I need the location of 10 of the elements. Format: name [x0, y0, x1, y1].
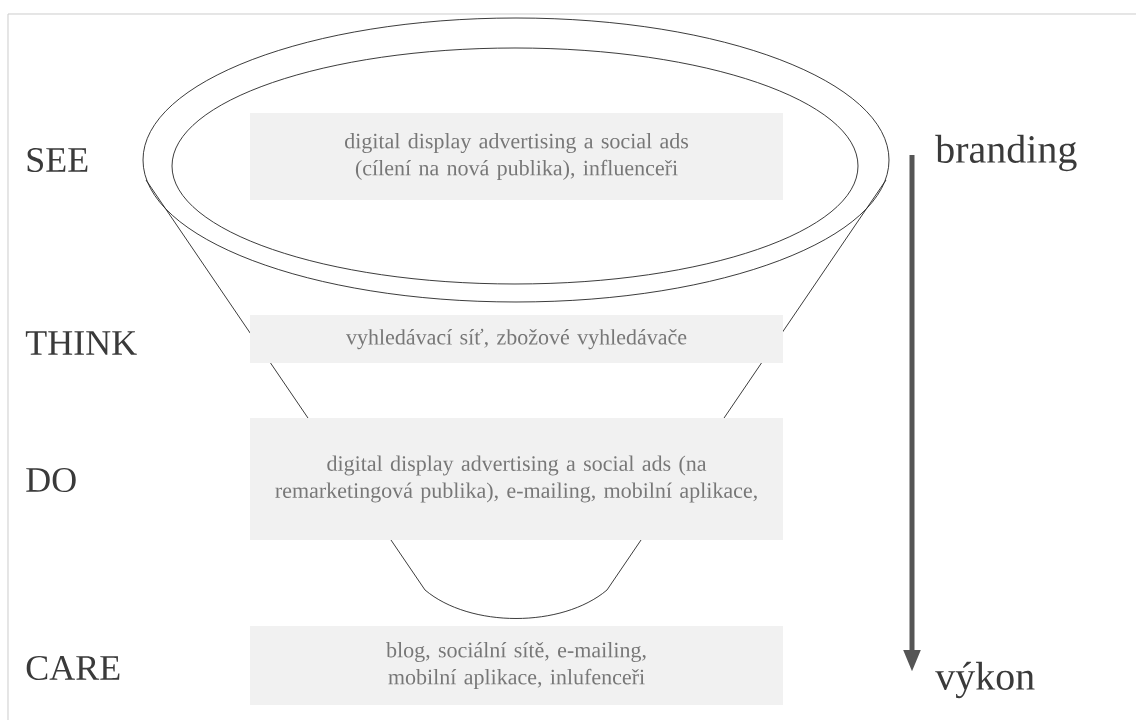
text-box: blog, sociální sítě, e-mailing, mobilní aplikace, inlufenceři	[250, 626, 783, 705]
text-box: digital display advertising a social ads (na remarketingová publika), e-mailing, mobilní aplikace,	[250, 418, 783, 540]
stage-label: DO	[26, 467, 76, 493]
text-box: digital display advertising a social ads (cílení na nová publika), influenceři	[250, 113, 783, 200]
stage-label: CARE	[26, 655, 120, 681]
stage-label: SEE	[27, 147, 88, 173]
axis-label: výkon	[935, 661, 1035, 699]
stage-label: THINK	[25, 331, 137, 355]
axis-label: branding	[935, 134, 1077, 172]
text-box: vyhledávací síť, zbožové vyhledávače	[250, 315, 783, 363]
